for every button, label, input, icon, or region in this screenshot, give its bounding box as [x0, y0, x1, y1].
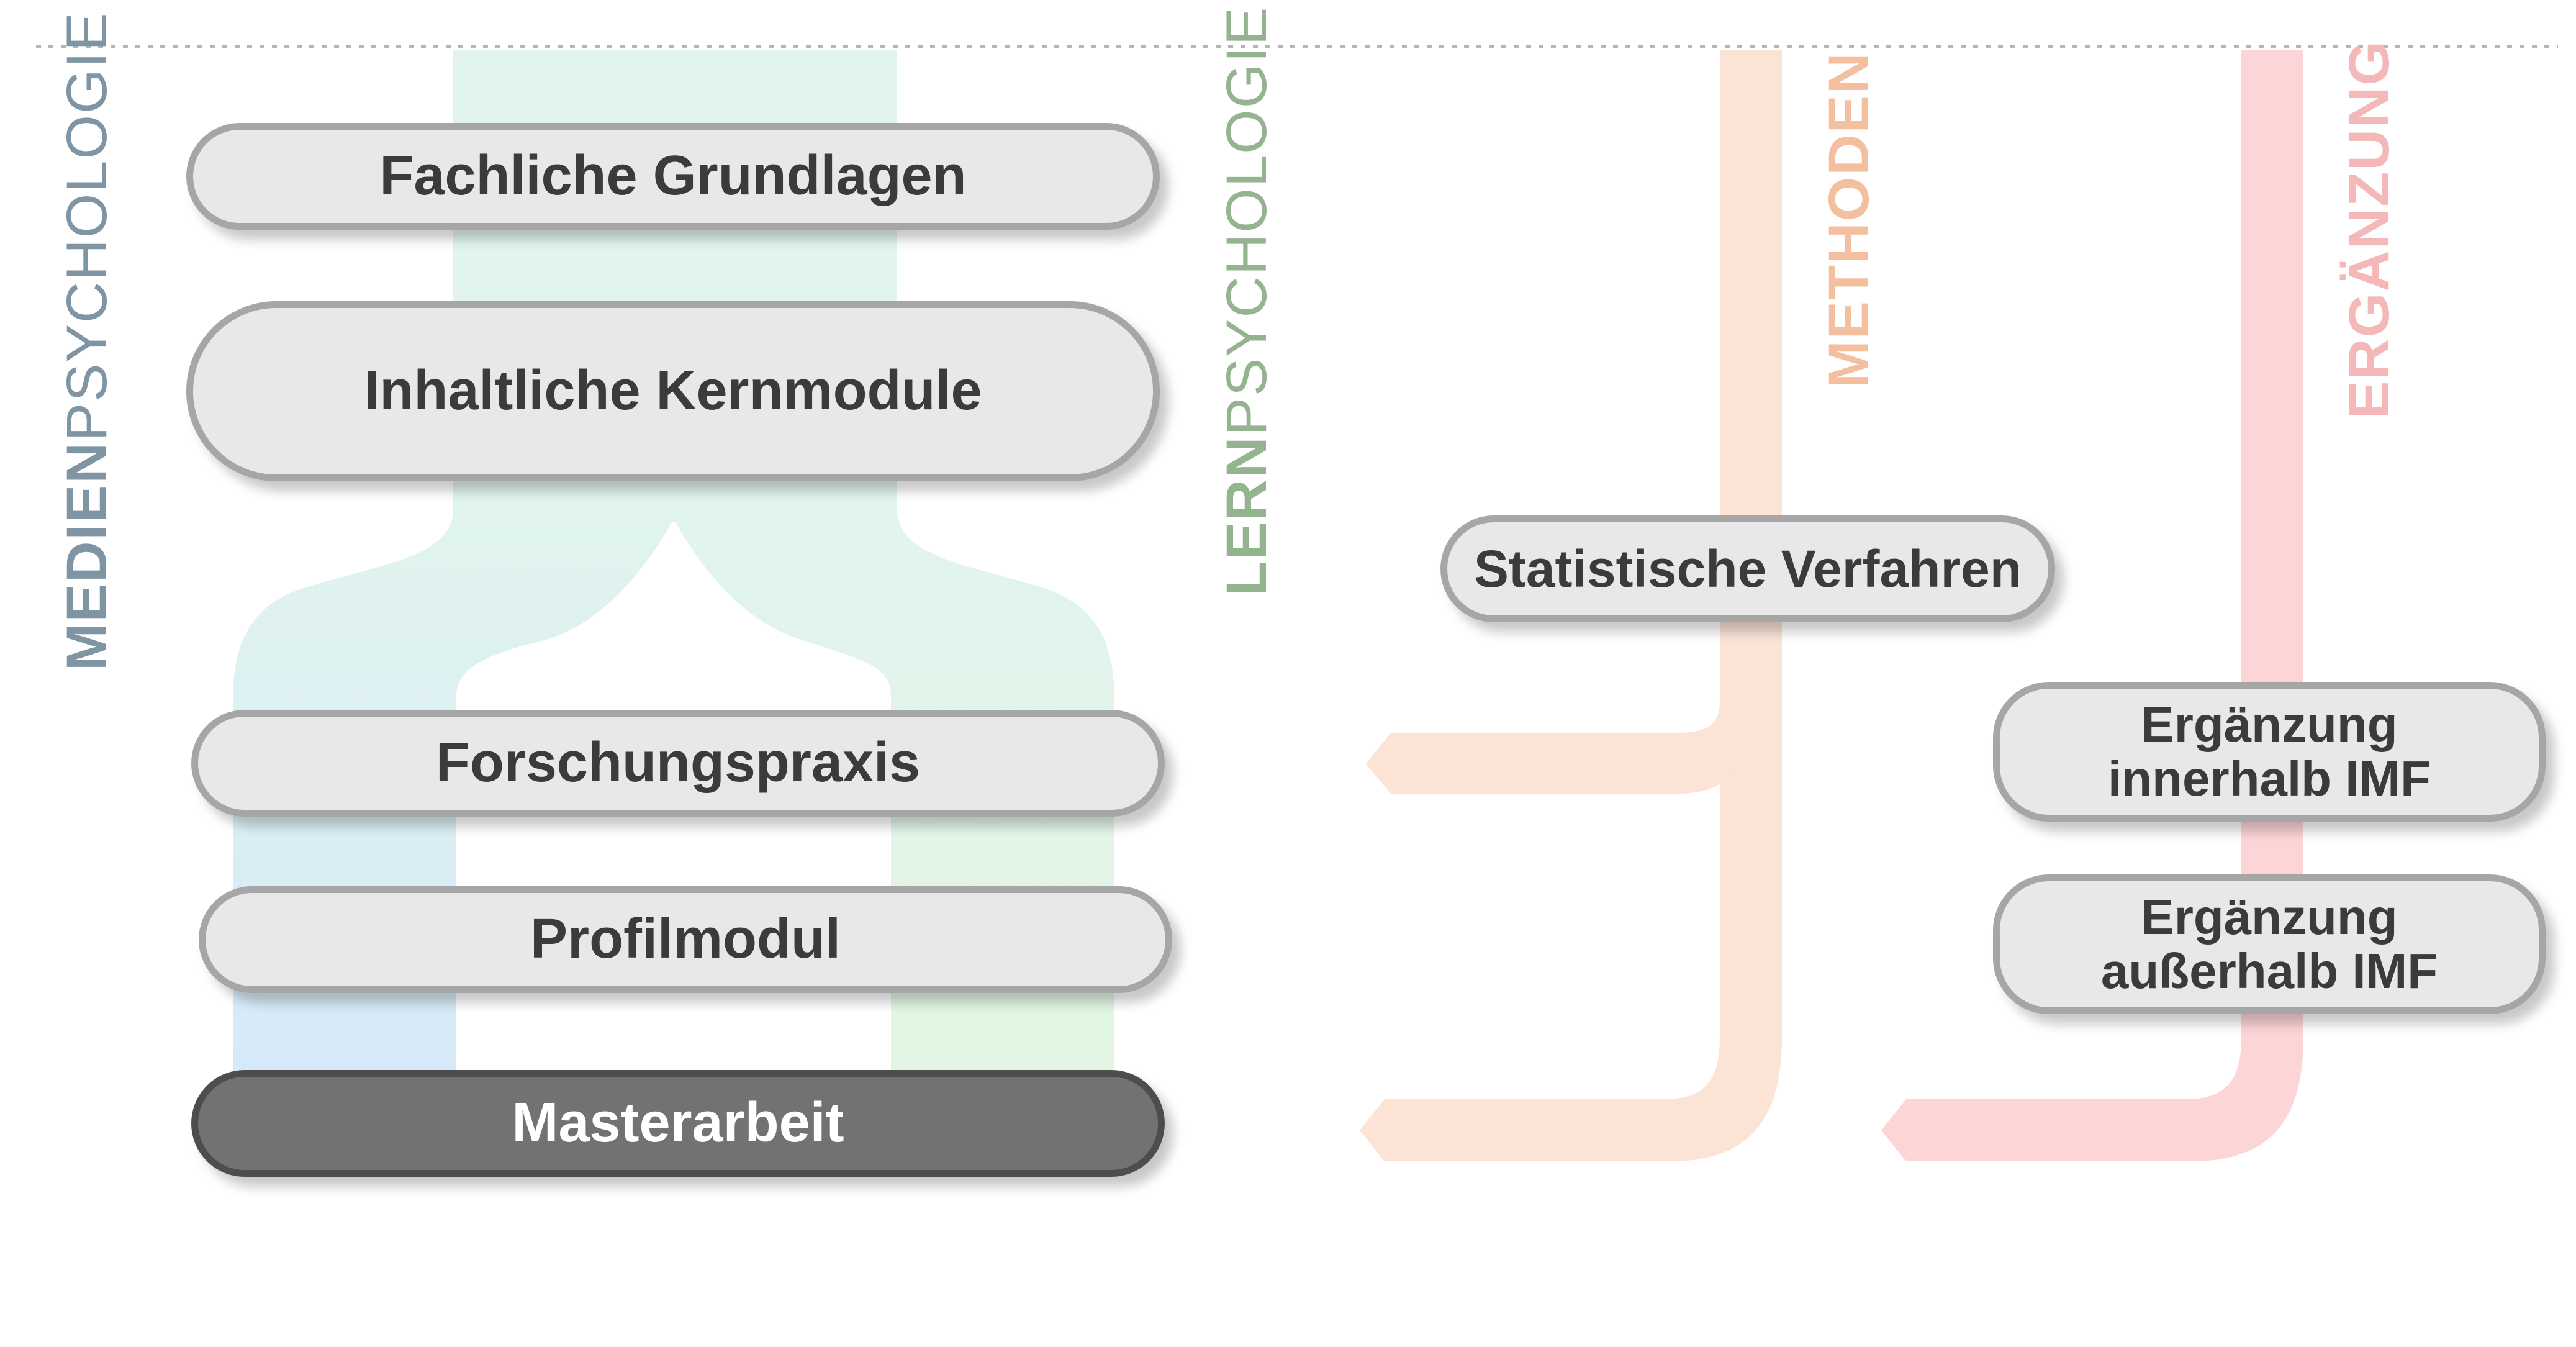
lern-label-bold: LERN — [1215, 435, 1278, 596]
methoden-label-text: METHODEN — [1817, 51, 1881, 388]
medien-label-bold: MEDIEN — [55, 441, 119, 671]
ergaenzung-label: ERGÄNZUNG — [2338, 40, 2401, 419]
methoden-label: METHODEN — [1817, 51, 1881, 388]
ergaenzung-label-text: ERGÄNZUNG — [2338, 40, 2401, 419]
medien-label-light: PSYCHOLOGIE — [55, 11, 119, 442]
medien-psychologie-label: MEDIENPSYCHOLOGIE — [55, 11, 119, 671]
module-ergaenzung-innerhalb-imf: Ergänzung innerhalb IMF — [1993, 682, 2546, 822]
module-statistische-verfahren: Statistische Verfahren — [1440, 515, 2055, 622]
module-ergaenzung-ausserhalb-imf: Ergänzung außerhalb IMF — [1993, 874, 2546, 1014]
ergaenzung-stream-lower-turn — [1881, 1037, 2303, 1161]
module-masterarbeit: Masterarbeit — [191, 1070, 1165, 1177]
module-fachliche-grundlagen: Fachliche Grundlagen — [186, 123, 1160, 230]
lern-psychologie-label: LERNPSYCHOLOGIE — [1215, 6, 1278, 596]
medien-stream-branch — [233, 509, 674, 1174]
methoden-stream-lower-turn — [1360, 1037, 1782, 1161]
lern-label-light: PSYCHOLOGIE — [1215, 6, 1278, 436]
module-profilmodul: Profilmodul — [199, 886, 1172, 993]
module-forschungspraxis: Forschungspraxis — [191, 710, 1165, 817]
methoden-stream-upper-turn — [1366, 702, 1738, 794]
module-inhaltliche-kernmodule: Inhaltliche Kernmodule — [186, 301, 1160, 481]
ergaenzung-stream-vertical — [2241, 50, 2303, 1037]
lern-stream-branch — [674, 509, 1114, 1174]
